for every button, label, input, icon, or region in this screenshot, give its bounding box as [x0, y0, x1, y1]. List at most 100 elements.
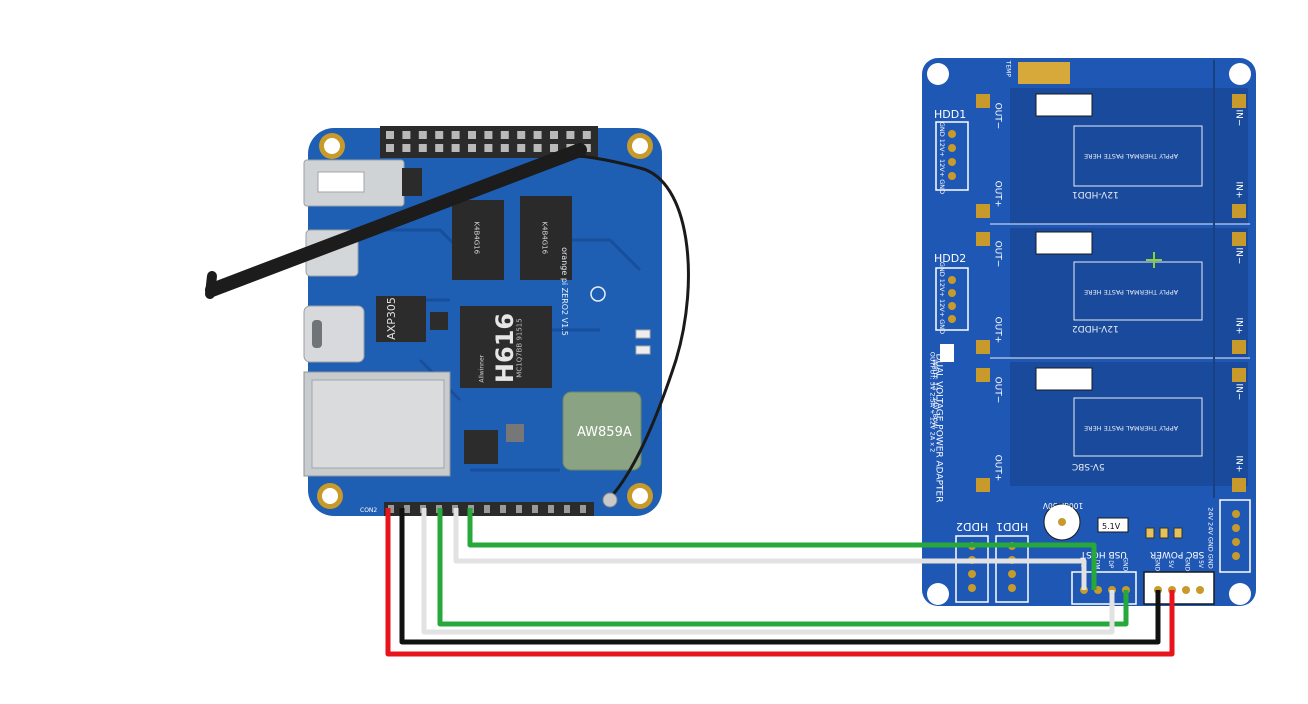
small-ic-1	[430, 312, 448, 330]
hdd1-pinout: GND 12V+ 12V+ GND	[938, 122, 946, 194]
usb-host-pin-dp: DP	[1107, 560, 1114, 569]
capacitor-pad	[1058, 518, 1066, 526]
channel-1-out-minus: OUT−	[992, 103, 1002, 130]
channel-2-out-minus: OUT−	[992, 241, 1002, 268]
adapter-spec-input: INPUT: 12 - 24V, 60W	[931, 359, 939, 429]
sbc-power-connector	[1143, 571, 1215, 605]
debug-header	[402, 168, 422, 196]
channel-1-in-plus-pad	[1232, 204, 1246, 218]
ram-label-1: K4B4G16	[473, 221, 481, 254]
hdd2-connector	[935, 267, 969, 331]
hdd1-pins	[948, 130, 956, 180]
soc-sub: MC1Q7BB 91515	[516, 318, 524, 377]
usb-host-label: USB HOST	[1080, 549, 1127, 559]
bottom-hdd1-connector	[995, 535, 1029, 603]
header-pin	[386, 144, 394, 152]
sbc-mount-holes	[317, 133, 653, 509]
header-pin	[386, 131, 394, 139]
hdd2-pinout: GND 12V+ 12V+ GND	[938, 262, 946, 334]
bottom-header-pin	[580, 505, 586, 513]
channel-3-out-plus: OUT+	[992, 455, 1002, 482]
header-pin	[582, 144, 591, 152]
header-pin	[582, 131, 591, 139]
channel-3-paste-area	[1073, 397, 1203, 457]
header-label: CON2	[360, 507, 377, 514]
header-pin	[435, 131, 444, 139]
wifi-module	[562, 391, 642, 471]
wires	[385, 508, 1175, 657]
sbc-power-pin-5v2: 5V	[1197, 560, 1204, 569]
sbc-power-pin-gnd2: GND	[1184, 557, 1191, 571]
bottom-header-pin	[404, 505, 410, 513]
header-pin	[468, 131, 476, 139]
channel-3-out-plus-pad	[976, 478, 990, 492]
usb-a-tongue	[317, 171, 365, 193]
sbc-board: K4B4G16 K4B4G16 Allwinner H616 MC1Q7BB 9…	[205, 126, 690, 516]
channel-2-shunt	[1035, 231, 1093, 255]
channel-3-in-plus-pad	[1232, 478, 1246, 492]
hdd1-connector	[935, 121, 969, 191]
header-pin	[418, 131, 427, 139]
ram-label-2: K4B4G16	[541, 221, 549, 254]
zener-label: 5.1V	[1102, 522, 1121, 531]
header-pin	[566, 131, 575, 139]
brand-silk: orange pi ZERO2 V1.5	[560, 247, 569, 336]
channel-2-in-minus-pad	[1232, 232, 1246, 246]
header-pin	[533, 144, 542, 152]
channel-2-paste-area	[1073, 261, 1203, 321]
channel-2-in-plus-pad	[1232, 340, 1246, 354]
led-2	[635, 345, 651, 355]
header-pin	[402, 131, 411, 139]
header-pin	[484, 144, 493, 152]
antenna-connector	[602, 492, 618, 508]
sbc-power-pin-gnd1: GND	[1154, 557, 1161, 571]
channel-1-paste: APPLY THERMAL PASTE HERE	[1084, 152, 1178, 160]
temp-label: TEMP	[1004, 60, 1011, 78]
bottom-header-pin	[532, 505, 538, 513]
wire-white-bottom	[421, 508, 1115, 635]
channel-1-in-minus: IN−	[1233, 110, 1243, 127]
pmic-label: AXP305	[385, 297, 398, 340]
adapter-title: DUAL VOLTAGE POWER ADAPTER	[933, 354, 943, 503]
bottom-hdd2-label: HDD2	[956, 520, 988, 533]
soc-brand: Allwinner	[479, 354, 486, 382]
sbc-power-pin-5v1: 5V	[1167, 560, 1174, 569]
crosshair-marker	[1146, 252, 1162, 268]
zener-diode	[1097, 517, 1129, 533]
temp-sensor	[1018, 62, 1070, 84]
hdd1-label: HDD1	[934, 108, 966, 121]
bottom-header	[384, 502, 594, 516]
header-pin	[402, 144, 411, 152]
usb-host-pin-dm: DM	[1093, 560, 1100, 570]
antenna-cable	[579, 154, 690, 500]
input-connector	[1219, 499, 1251, 573]
ram-chip-2	[520, 196, 572, 280]
channel-2-out-plus: OUT+	[992, 317, 1002, 344]
bottom-header-pin	[388, 505, 394, 513]
channel-1-out-plus: OUT+	[992, 181, 1002, 208]
input-pins	[1232, 510, 1240, 560]
channel-1-in-minus-pad	[1232, 94, 1246, 108]
wire-white-top	[453, 508, 1087, 590]
ram-chip-1	[452, 200, 504, 280]
antenna-tip	[205, 271, 217, 299]
wire-red	[385, 508, 1175, 657]
header-pin	[500, 144, 509, 152]
channel-3-in-plus: IN+	[1233, 456, 1243, 473]
pmic-chip	[376, 296, 426, 342]
header-pin	[418, 144, 427, 152]
small-ic-2	[464, 430, 498, 464]
channel-3-out-minus: OUT−	[992, 377, 1002, 404]
bottom-header-pin	[564, 505, 570, 513]
usb-host-connector	[1071, 571, 1137, 605]
channel-3-in-minus: IN−	[1233, 384, 1243, 401]
channel-1-paste-area	[1073, 125, 1203, 187]
usb-c-port	[303, 305, 365, 363]
wifi-label: AW859A	[577, 425, 632, 440]
bottom-header-pin	[500, 505, 506, 513]
channel-2-paste: APPLY THERMAL PASTE HERE	[1084, 288, 1178, 296]
channel-2-in-minus: IN−	[1233, 248, 1243, 265]
channel-2-out-minus-pad	[976, 232, 990, 246]
power-adapter-board: TEMP APPLY THERMAL PASTE HERE 12V-HDD1 O…	[922, 58, 1256, 606]
